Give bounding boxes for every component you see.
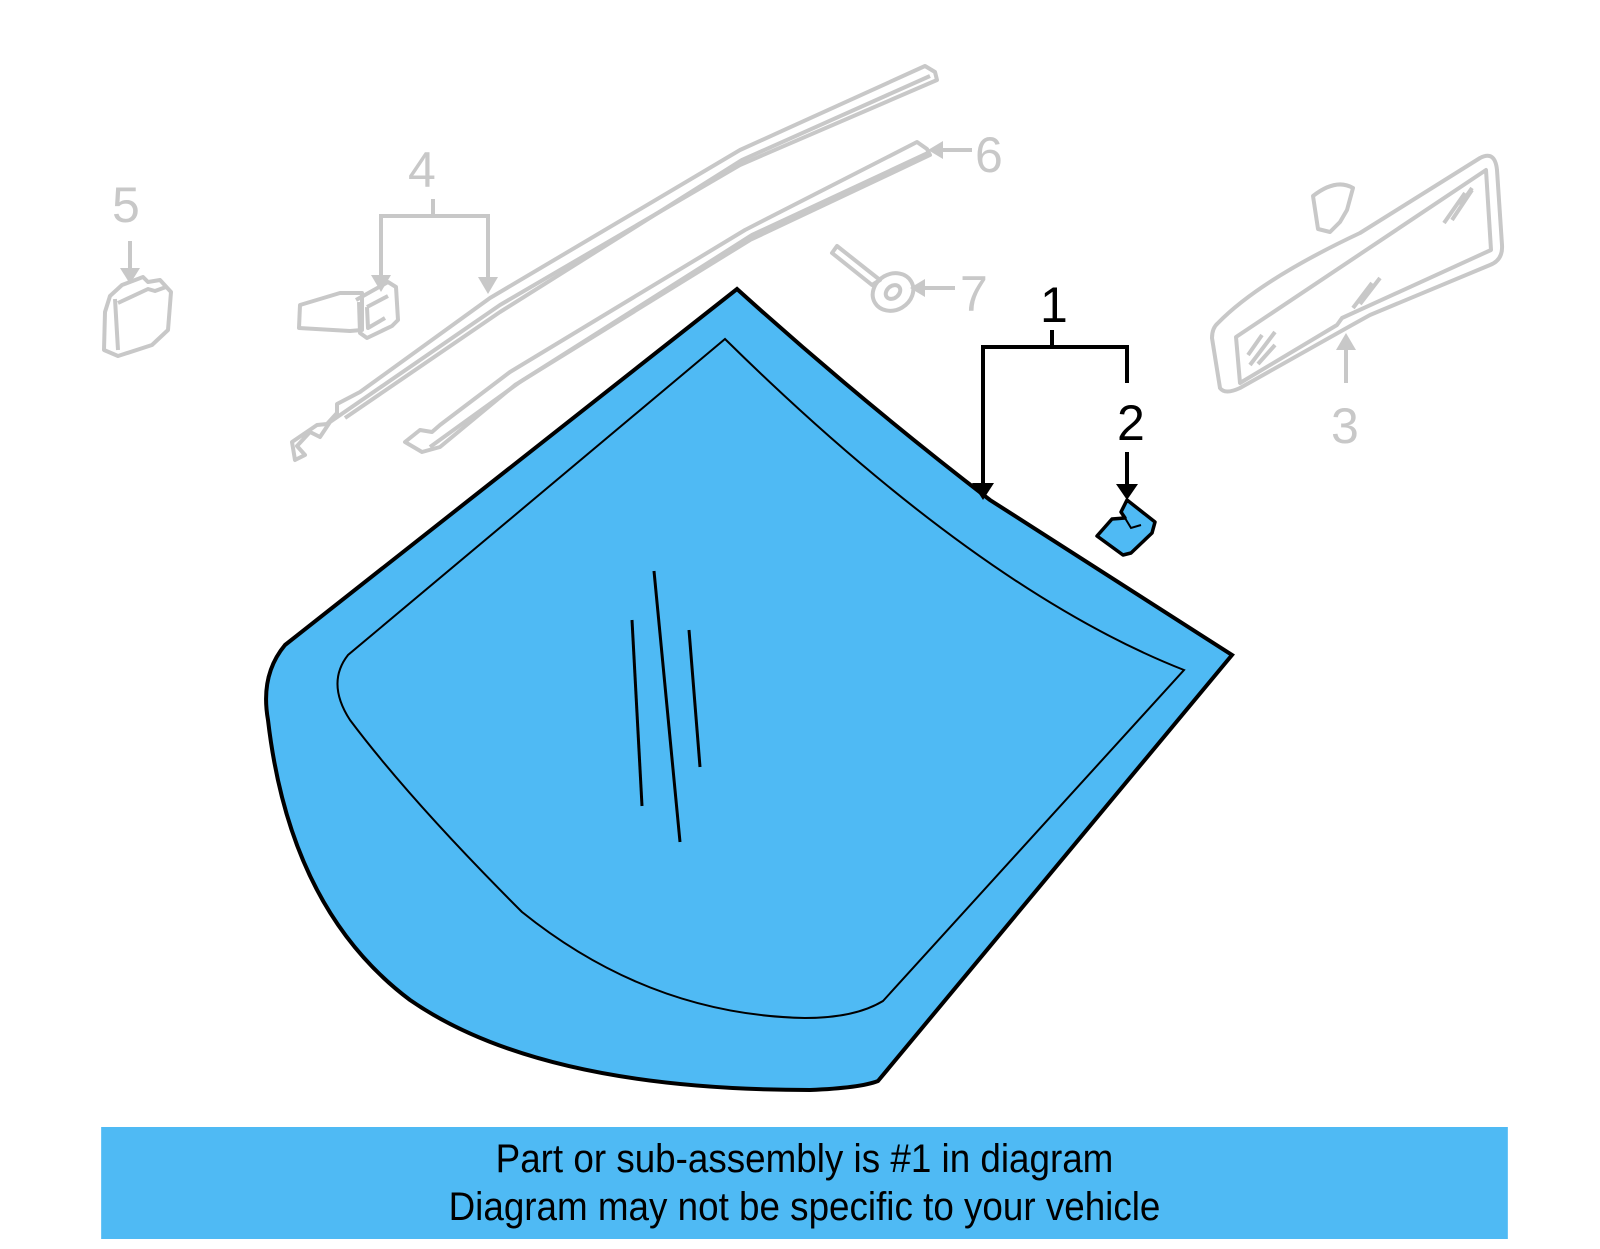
svg-text:6: 6 [975, 127, 1003, 183]
callout-3: 3 [1331, 333, 1359, 454]
svg-text:4: 4 [408, 142, 436, 198]
banner-line-disclaimer: Diagram may not be specific to your vehi… [448, 1185, 1161, 1229]
part-4-upper-molding [290, 64, 939, 462]
callout-6: 6 [928, 127, 1003, 183]
svg-text:3: 3 [1331, 398, 1359, 454]
callout-1: 1 [972, 277, 1129, 500]
svg-text:1: 1 [1040, 277, 1068, 333]
part-5-spacer-block [102, 275, 173, 358]
svg-text:5: 5 [112, 177, 140, 233]
callout-7: 7 [910, 266, 988, 322]
callout-4: 4 [371, 142, 498, 294]
svg-text:7: 7 [960, 266, 988, 322]
part-1-windshield-glass[interactable] [264, 286, 1235, 1093]
callout-5: 5 [112, 177, 140, 284]
part-6-side-molding [403, 140, 932, 454]
part-7-retainer-stud [830, 244, 916, 313]
callout-2: 2 [1116, 395, 1145, 500]
svg-text:2: 2 [1117, 395, 1145, 451]
part-4-clip [297, 280, 400, 340]
info-banner: Part or sub-assembly is #1 in diagram Di… [101, 1127, 1508, 1239]
part-3-rearview-mirror [1210, 153, 1505, 394]
part-2-mirror-bracket[interactable] [1095, 498, 1157, 557]
banner-line-part-number: Part or sub-assembly is #1 in diagram [495, 1137, 1114, 1181]
